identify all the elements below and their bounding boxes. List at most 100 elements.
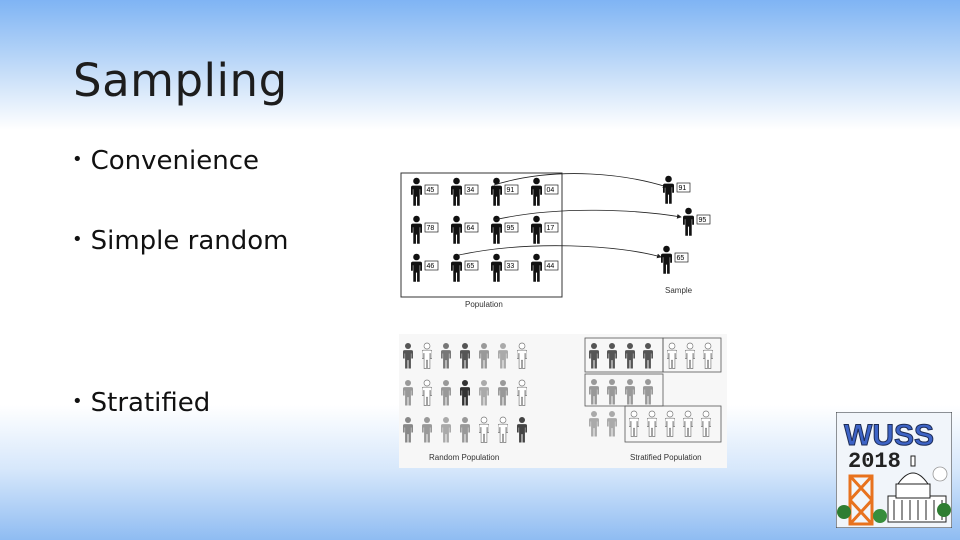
bullet-dot: • (72, 391, 83, 412)
random-population-person (422, 417, 432, 443)
stratified-population-person (589, 411, 599, 437)
svg-text:95: 95 (699, 217, 707, 224)
stratified-population-person (683, 410, 693, 437)
stratified-population-person (701, 410, 711, 437)
stratified-population-person (685, 342, 695, 369)
population-number-tag: 33 (504, 260, 519, 271)
population-number-tag: 78 (424, 222, 439, 233)
svg-text:91: 91 (507, 187, 515, 194)
sample-arrow-1 (493, 173, 668, 189)
stratified-population-person (643, 379, 653, 405)
random-population-person (422, 379, 432, 406)
svg-text:46: 46 (427, 263, 435, 270)
random-population-people (403, 342, 527, 443)
population-number-tag: 45 (424, 184, 439, 195)
stratified-population-person (625, 379, 635, 405)
tower-bridge-icon (848, 474, 874, 526)
bubble-icon (932, 466, 948, 482)
sample-number-tag: 91 (676, 182, 691, 193)
population-number-tag: 17 (544, 222, 559, 233)
tree-icon (937, 503, 951, 517)
random-population-person (479, 343, 489, 369)
stratified-population-person (647, 410, 657, 437)
population-person (491, 215, 502, 244)
random-population-person (460, 417, 470, 443)
svg-text:45: 45 (427, 187, 435, 194)
stratified-population-person (589, 343, 599, 369)
population-person (491, 253, 502, 282)
stratified-population-label: Stratified Population (630, 453, 702, 462)
svg-text:17: 17 (547, 225, 555, 232)
sample-arrow-3 (458, 245, 662, 259)
random-population-person (441, 343, 451, 369)
stratified-population-people (589, 342, 713, 437)
random-population-person (422, 342, 432, 369)
stratum-box-3 (584, 373, 664, 407)
random-population-person (517, 342, 527, 369)
tree-icon (837, 505, 851, 519)
sample-people: 91 95 65 (661, 175, 711, 274)
stratified-population-person (667, 342, 677, 369)
bullet-text: Stratified (90, 388, 211, 418)
stratified-population-person (607, 379, 617, 405)
random-population-person (441, 380, 451, 406)
tree-icon (873, 509, 887, 523)
svg-text:91: 91 (679, 185, 687, 192)
population-number-tag: 46 (424, 260, 439, 271)
bullet-text: Convenience (90, 146, 260, 176)
random-population-person (441, 417, 451, 443)
random-population-person (517, 379, 527, 406)
sample-number-tag: 65 (674, 252, 689, 263)
stratified-population-person (665, 410, 675, 437)
logo-wordmark: WUSS (844, 419, 934, 452)
bullet-dot: • (72, 229, 83, 250)
population-person (451, 215, 462, 244)
random-population-person (498, 343, 508, 369)
random-population-person (498, 380, 508, 406)
svg-text:44: 44 (547, 263, 555, 270)
svg-text:65: 65 (677, 255, 685, 262)
bullet-convenience: •Convenience (72, 146, 259, 176)
sample-person (661, 245, 672, 274)
population-person (411, 215, 422, 244)
random-population-person (517, 417, 527, 443)
population-label: Population (465, 300, 503, 309)
population-person (411, 177, 422, 206)
population-number-tag: 34 (464, 184, 479, 195)
slide-title: Sampling (73, 54, 288, 107)
population-person (531, 177, 542, 206)
population-number-tag: 91 (504, 184, 519, 195)
sample-person (683, 207, 694, 236)
stratified-population-person (703, 342, 713, 369)
svg-text:65: 65 (467, 263, 475, 270)
population-box (400, 172, 563, 298)
random-population-person (460, 343, 470, 369)
capitol-building-icon (887, 455, 947, 523)
random-population-person (403, 417, 413, 443)
population-number-tag: 04 (544, 184, 559, 195)
population-person (491, 177, 502, 206)
bullet-stratified: • Stratified (72, 388, 210, 418)
svg-text:95: 95 (507, 225, 515, 232)
population-person (531, 215, 542, 244)
population-number-tag: 44 (544, 260, 559, 271)
population-number-tag: 65 (464, 260, 479, 271)
stratified-population-person (607, 411, 617, 437)
population-person (411, 253, 422, 282)
wuss-2018-logo: WUSS 2018 (836, 412, 952, 528)
random-population-person (460, 380, 470, 406)
random-population-person (403, 380, 413, 406)
population-number-tag: 64 (464, 222, 479, 233)
stratified-population-person (643, 343, 653, 369)
svg-text:04: 04 (547, 187, 555, 194)
random-population-person (479, 416, 489, 443)
bullet-text: Simple random (90, 226, 289, 256)
sample-label: Sample (665, 286, 693, 295)
stratum-box-2 (662, 337, 722, 373)
logo-year: 2018 (848, 449, 901, 474)
simple-random-figure: 45 34 91 04 78 64 95 17 46 65 33 44 91 95 65 Populati… (399, 165, 729, 315)
population-person (451, 253, 462, 282)
svg-text:33: 33 (507, 263, 515, 270)
svg-text:78: 78 (427, 225, 435, 232)
population-number-tag: 95 (504, 222, 519, 233)
